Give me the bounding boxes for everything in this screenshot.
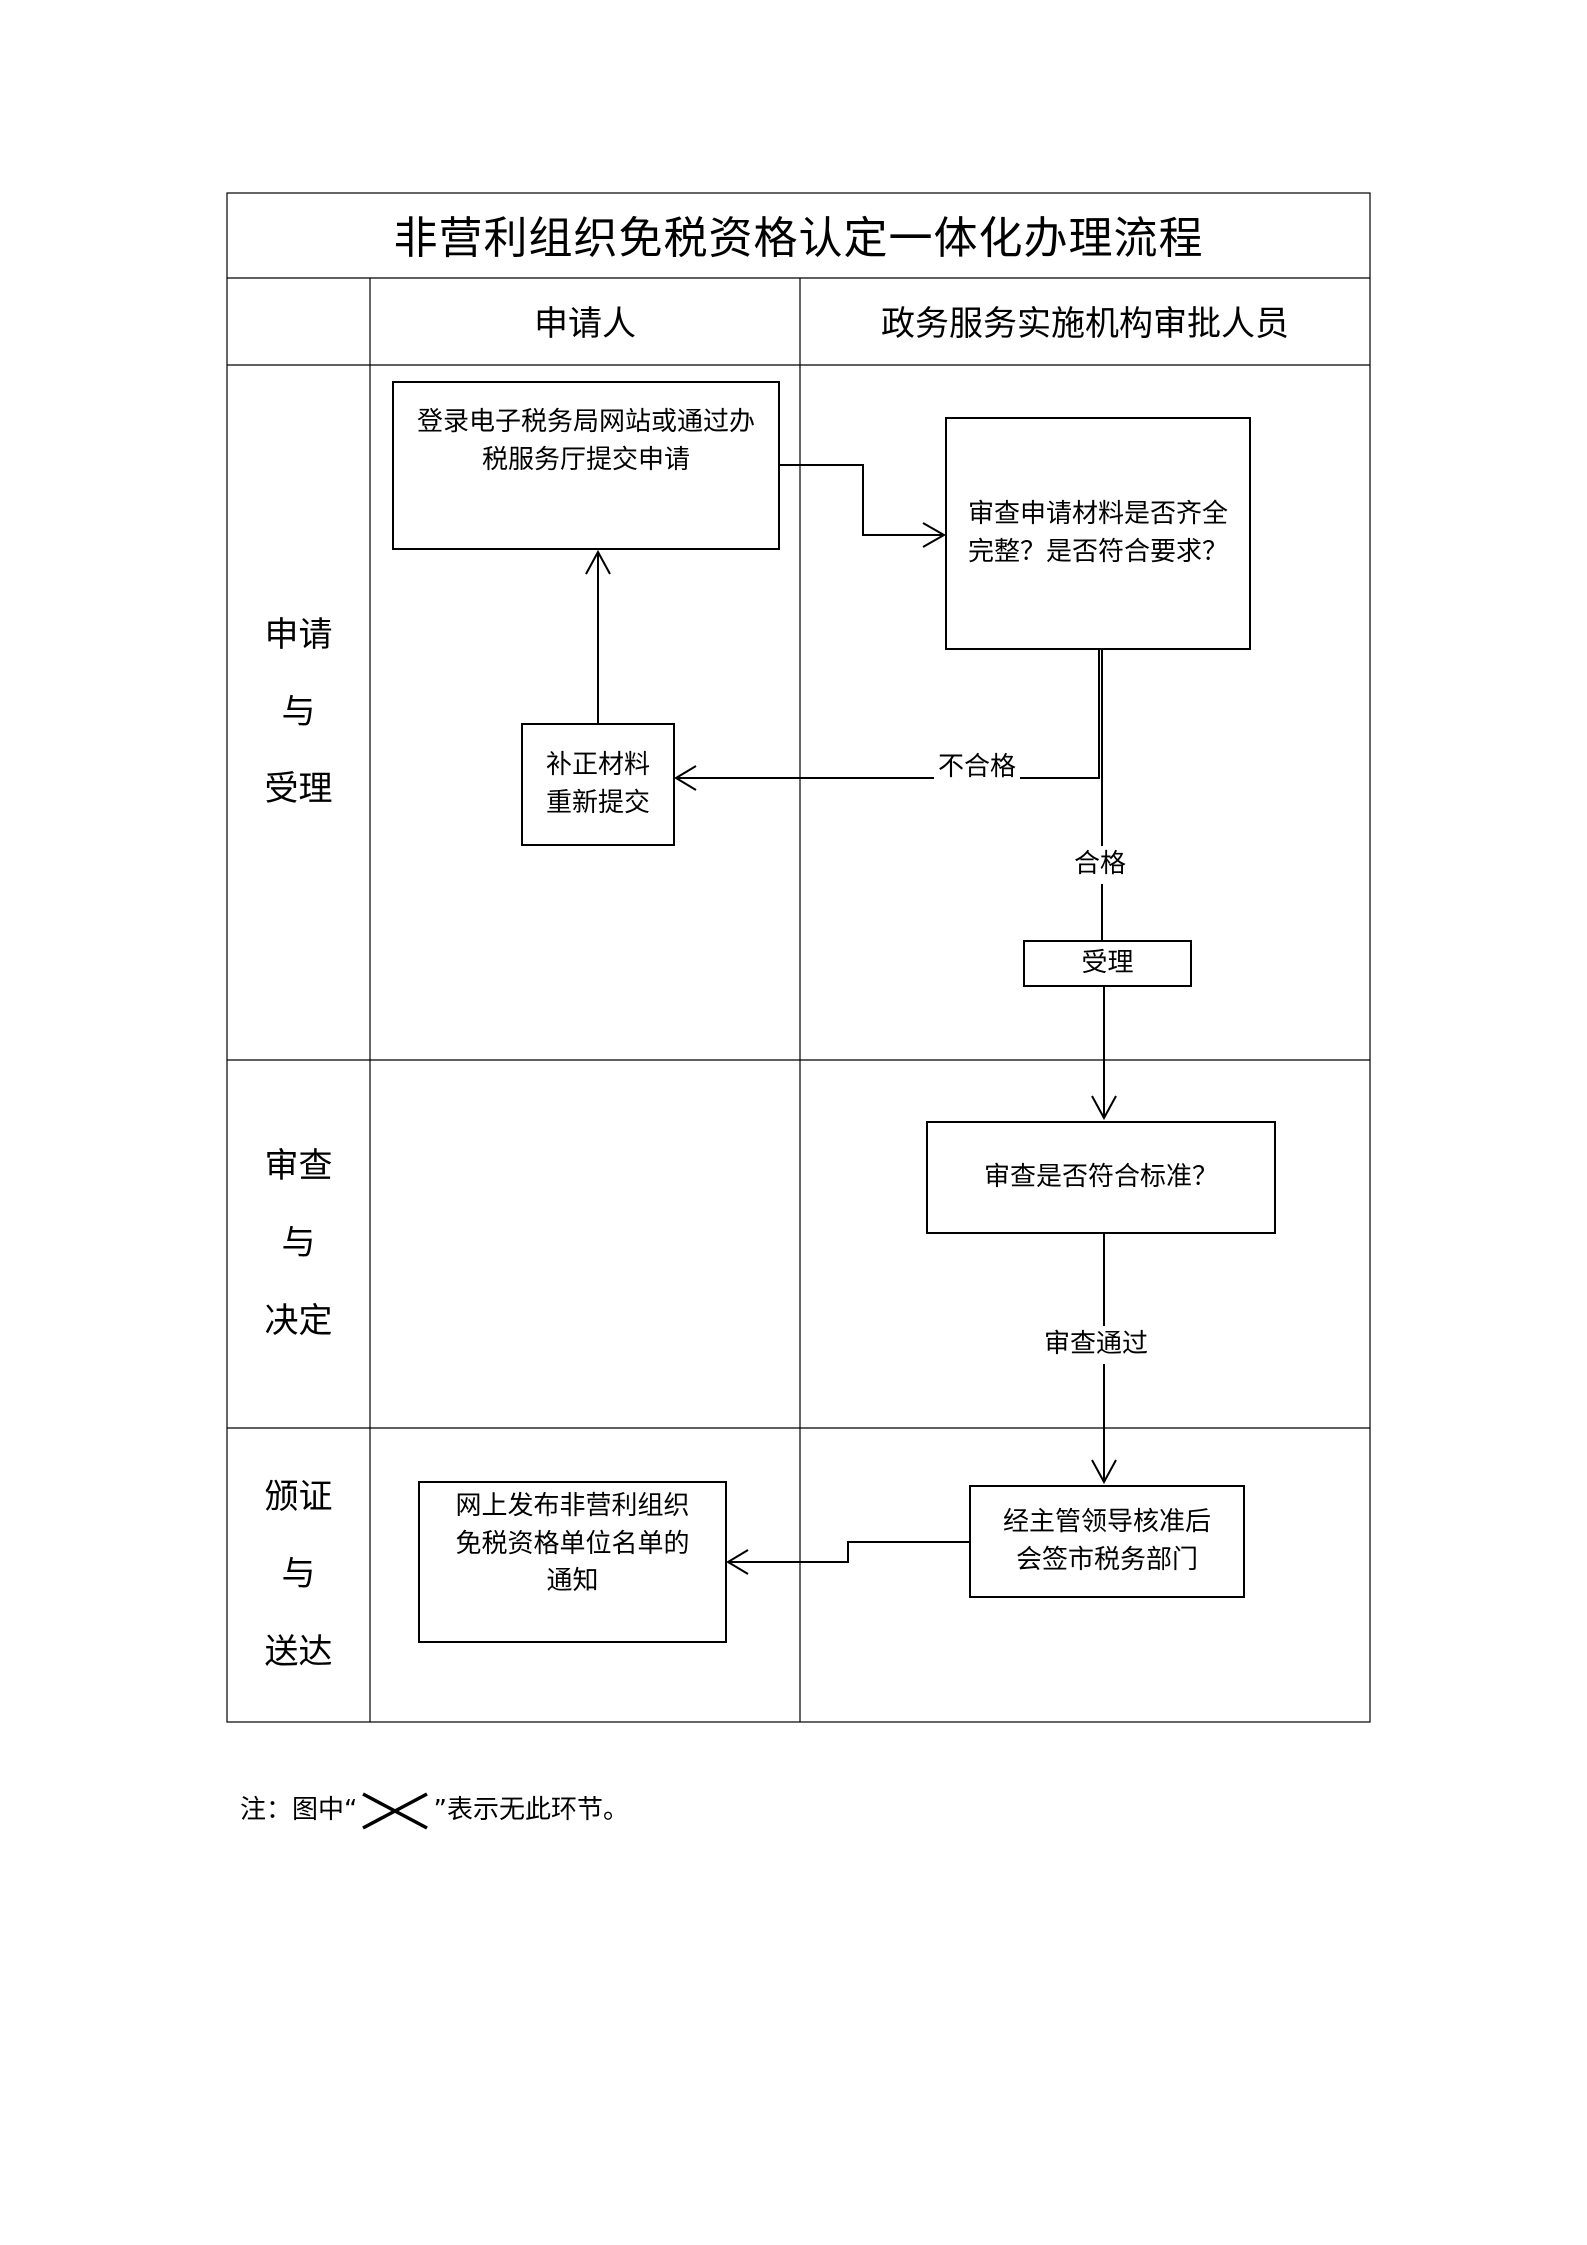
node-accept: 受理 bbox=[1081, 947, 1134, 978]
row-label-line: 受理 bbox=[264, 769, 333, 810]
edge-label-qualified: 合格 bbox=[1070, 846, 1131, 884]
node-leader-approve-box bbox=[969, 1485, 1245, 1598]
node-publish-box bbox=[418, 1481, 727, 1643]
edge-not-qualified bbox=[676, 649, 1100, 779]
row-label-line: 颁证 bbox=[264, 1477, 333, 1518]
node-check-standard: 审查是否符合标准？ bbox=[983, 1161, 1218, 1192]
row-header-review: 审查 与 决定 bbox=[227, 1060, 370, 1428]
row-label-line: 审查 bbox=[264, 1146, 333, 1187]
footnote: 注：图中“ ”表示无此环节。 bbox=[240, 1790, 629, 1832]
node-publish: 网上发布非营利组织免税资格单位名单的通知 bbox=[455, 1490, 690, 1597]
column-header-approver: 政务服务实施机构审批人员 bbox=[881, 304, 1289, 345]
row-label-line: 送达 bbox=[264, 1631, 333, 1672]
node-submit: 登录电子税务局网站或通过办税服务厅提交申请 bbox=[416, 407, 755, 475]
column-header-corner bbox=[227, 285, 370, 365]
edge-label-review-passed: 审查通过 bbox=[1040, 1326, 1153, 1364]
node-check-standard-box bbox=[926, 1121, 1276, 1234]
table-border bbox=[226, 192, 1371, 1723]
row-label-line: 与 bbox=[281, 1554, 316, 1595]
row-label-line: 与 bbox=[281, 691, 316, 732]
row-header-apply: 申请 与 受理 bbox=[227, 365, 370, 1060]
node-check-materials-box bbox=[945, 417, 1251, 650]
node-leader-approve: 经主管领导核准后会签市税务部门 bbox=[1002, 1506, 1211, 1575]
arrow-up-icon bbox=[585, 549, 611, 575]
node-submit-box bbox=[392, 381, 780, 550]
node-resubmit-box bbox=[521, 723, 675, 846]
arrow-left-icon bbox=[674, 765, 697, 791]
row-label-line: 决定 bbox=[264, 1300, 333, 1341]
edge-approve-to-publish bbox=[728, 1541, 970, 1563]
note-prefix: 注：图中“ bbox=[240, 1795, 358, 1826]
note-suffix: ”表示无此环节。 bbox=[433, 1795, 629, 1826]
row-header-deliver: 颁证 与 送达 bbox=[227, 1428, 370, 1722]
node-resubmit: 补正材料重新提交 bbox=[545, 749, 650, 818]
arrow-down-icon bbox=[1091, 1095, 1117, 1121]
node-check-materials: 审查申请材料是否齐全完整？是否符合要求？ bbox=[967, 498, 1228, 567]
row-label-line: 与 bbox=[281, 1223, 316, 1264]
row-label-line: 申请 bbox=[264, 614, 333, 655]
page-title: 非营利组织免税资格认定一体化办理流程 bbox=[393, 213, 1204, 265]
edge-submit-to-check bbox=[779, 464, 942, 536]
arrow-left-icon bbox=[726, 1549, 749, 1575]
edge-label-not-qualified: 不合格 bbox=[934, 749, 1021, 787]
arrow-down-icon bbox=[1091, 1459, 1117, 1485]
column-header-applicant: 申请人 bbox=[534, 304, 636, 345]
node-accept-box bbox=[1023, 940, 1192, 987]
cross-mark-icon bbox=[362, 1792, 429, 1830]
arrow-right-icon bbox=[922, 522, 947, 548]
